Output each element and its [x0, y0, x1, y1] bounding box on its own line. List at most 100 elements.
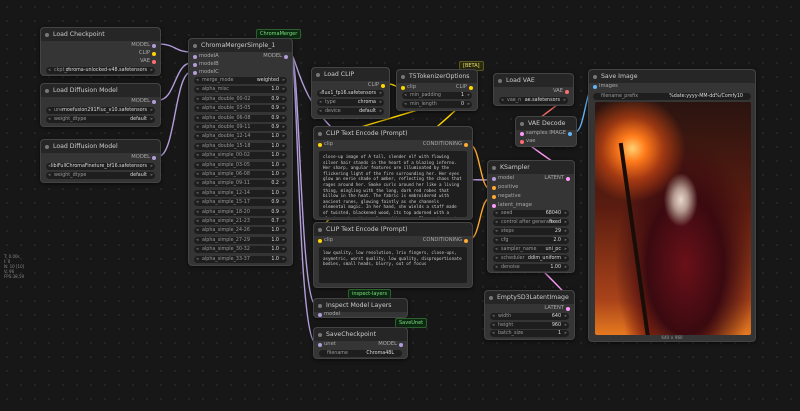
conditioning-output[interactable]: CONDITIONING [423, 237, 468, 244]
vae-input[interactable]: vae [520, 138, 535, 145]
prompt-textarea[interactable]: close-up image of A tall, slender elf wi… [319, 151, 467, 217]
model-output[interactable]: MODEL [131, 154, 156, 161]
param-value: 1.0 [271, 190, 279, 196]
clip-input[interactable]: clip [401, 84, 416, 91]
latent-output[interactable]: LATENT [544, 175, 570, 182]
performance-stats: T: 0.00s I: 0 N: 10 [10] V: 96 FPS:38.59 [4, 254, 25, 279]
vae-output[interactable]: VAE [553, 88, 569, 95]
clip-text-encode-negative-node[interactable]: CLIP Text Encode (Prompt) clip CONDITION… [313, 222, 473, 288]
vae-name-widget[interactable]: vae_nae.safetensors [499, 97, 568, 104]
param-value: 1 [460, 93, 464, 98]
model-a-input[interactable]: modelA [193, 53, 219, 60]
chroma-merger-node[interactable]: ChromaMergerSimple_1 MODEL modelA modelB… [188, 38, 293, 266]
model-output[interactable]: MODEL [131, 98, 156, 105]
vae-output[interactable]: VAE [140, 58, 156, 65]
clip-output[interactable]: CLIP [456, 84, 473, 91]
generated-image-preview[interactable] [595, 102, 751, 335]
latent-output[interactable]: LATENT [544, 305, 570, 312]
node-title: CLIP Text Encode (Prompt) [314, 127, 472, 140]
param-widget[interactable]: alpha_double_09-110.9 [194, 124, 287, 131]
filename-prefix-widget[interactable]: filename_prefix%date:yyyy-MM-dd%/Comfy10 [593, 93, 751, 100]
param-widget[interactable]: alpha_double_00-020.9 [194, 95, 287, 103]
ksampler-node[interactable]: KSampler LATENT model positive negative … [487, 160, 575, 273]
model-output[interactable]: MODEL [263, 53, 288, 60]
param-widget[interactable]: flux1_fp16.safetensors [317, 90, 384, 97]
load-checkpoint-node[interactable]: Load Checkpoint MODEL CLIP VAE ckpt_nchr… [40, 27, 161, 76]
clip-output[interactable]: CLIP [139, 50, 156, 57]
node-title: CLIP Text Encode (Prompt) [314, 223, 472, 236]
model-b-input[interactable]: modelB [193, 61, 219, 68]
param-widget[interactable]: alpha_simple_30-321.0 [194, 246, 287, 254]
positive-input[interactable]: positive [492, 184, 518, 191]
param-widget[interactable]: alpha_double_12-141.0 [194, 133, 287, 141]
param-widget[interactable]: alpha_simple_15-170.9 [194, 199, 287, 207]
model-output[interactable]: MODEL [378, 341, 403, 348]
unet-input[interactable]: unet [318, 341, 336, 348]
load-diffusion-model-node[interactable]: Load Diffusion Model MODEL unemoefusion2… [40, 83, 161, 127]
image-output[interactable]: IMAGE [549, 130, 572, 137]
load-diffusion-model-node[interactable]: Load Diffusion Model MODEL libiFullChrom… [40, 139, 161, 183]
model-input[interactable]: model [492, 175, 514, 182]
negative-prompt-textarea[interactable]: low quality, low resolution, lrix finger… [319, 247, 467, 283]
model-c-input[interactable]: modelC [193, 69, 219, 76]
param-widget[interactable]: alpha_double_06-080.9 [194, 114, 287, 122]
param-widget[interactable]: alpha_simple_18-200.9 [194, 208, 287, 216]
param-widget[interactable]: alpha_double_03-050.9 [194, 105, 287, 113]
clip-output[interactable]: CLIP [368, 82, 385, 89]
latent-image-input[interactable]: latent_image [492, 202, 532, 209]
save-image-node[interactable]: Save Image images filename_prefix%date:y… [588, 69, 756, 342]
param-widget[interactable]: alpha_double_15-181.0 [194, 142, 287, 150]
param-widget[interactable]: alpha_simple_12-141.0 [194, 189, 287, 197]
clip-text-encode-positive-node[interactable]: CLIP Text Encode (Prompt) clip CONDITION… [313, 126, 473, 220]
node-title: KSampler [488, 161, 574, 174]
images-input[interactable]: images [593, 83, 618, 90]
param-widget[interactable]: alpha_simple_24-261.0 [194, 227, 287, 235]
clip-input[interactable]: clip [318, 237, 333, 244]
model-input[interactable]: model [318, 311, 340, 318]
conditioning-output[interactable]: CONDITIONING [423, 141, 468, 148]
vae-decode-node[interactable]: VAE Decode samples vae IMAGE [515, 116, 577, 147]
param-widget[interactable]: alpha_simple_06-081.0 [194, 171, 287, 178]
param-widget[interactable]: alpha_simple_27-291.0 [194, 236, 287, 244]
t5-tokenizer-node[interactable]: T5TokenizerOptions clip CLIP min_padding… [396, 69, 478, 111]
unet-name-widget[interactable]: libiFullChromaFineture_bf16.safetensors [46, 163, 155, 170]
negative-input[interactable]: negative [492, 193, 521, 200]
param-value: 0.9 [271, 106, 279, 112]
param-widget[interactable]: alpha_simple_33-371.0 [194, 255, 287, 263]
samples-input[interactable]: samples [520, 130, 548, 137]
inspect-model-layers-node[interactable]: Inspect Model Layers model [313, 298, 408, 318]
param-widget[interactable]: alpha_simple_00-021.0 [194, 152, 287, 160]
load-vae-node[interactable]: Load VAE VAE vae_nae.safetensors [493, 73, 574, 106]
param-widget[interactable]: alpha_simple_21-230.7 [194, 218, 287, 225]
empty-latent-image-node[interactable]: EmptySD3LatentImage LATENT width640heigh… [484, 290, 575, 340]
param-widget[interactable]: alpha_simple_03-051.0 [194, 161, 287, 169]
param-label: alpha_simple_18-20 [202, 209, 250, 215]
model-output[interactable]: MODEL [131, 42, 156, 49]
clip-input[interactable]: clip [318, 141, 333, 148]
param-widget[interactable]: alpha_simple_09-110.2 [194, 180, 287, 188]
param-label: alpha_simple_00-02 [202, 153, 250, 159]
load-clip-node[interactable]: Load CLIP CLIP flux1_fp16.safetensorstyp… [311, 67, 390, 119]
